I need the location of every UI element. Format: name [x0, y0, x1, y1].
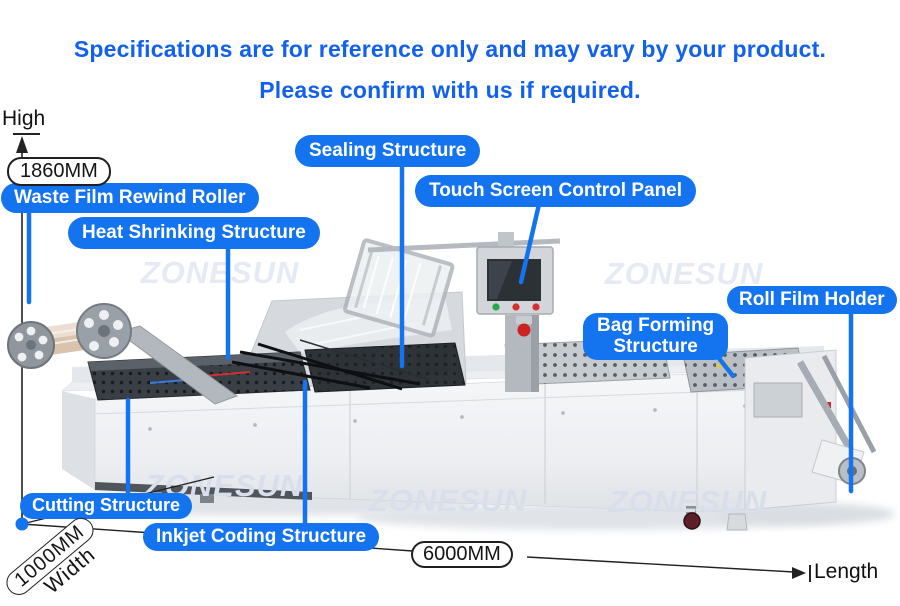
- callout-inkjet-coding-structure: Inkjet Coding Structure: [143, 523, 380, 551]
- dimension-origin-dot: [15, 517, 29, 531]
- watermark: ZONESUN: [604, 256, 764, 291]
- touch-screen-leader: [518, 197, 543, 285]
- machine-feet: [200, 494, 748, 531]
- high-axis-label: High: [2, 107, 46, 130]
- callout-sealing-structure: Sealing Structure: [295, 135, 481, 167]
- watermark: ZONESUN: [368, 483, 528, 518]
- length-axis-label: Length: [814, 560, 879, 583]
- callout-roll-film-holder: Roll Film Holder: [727, 286, 897, 314]
- callout-waste-film-rewind-roller: Waste Film Rewind Roller: [1, 183, 259, 213]
- length-value-pill: 6000MM: [411, 541, 513, 568]
- waste-film-rewind-roller-part: [7, 303, 239, 405]
- callout-heat-shrinking-structure: Heat Shrinking Structure: [68, 217, 320, 249]
- sealing-die-tray: [231, 339, 466, 393]
- watermark: ZONESUN: [608, 484, 768, 519]
- callout-touch-screen-control-panel: Touch Screen Control Panel: [415, 175, 697, 207]
- touch-screen-control-panel-part: [476, 232, 554, 392]
- watermark: ZONESUN: [140, 255, 300, 290]
- disclaimer-line-2: Please confirm with us if required.: [259, 77, 641, 103]
- callout-cutting-structure: Cutting Structure: [20, 493, 192, 519]
- machine-left-face: [62, 391, 95, 490]
- bag-forming-line-1: Bag Forming: [597, 315, 715, 336]
- height-value-pill: 1860MM: [7, 157, 111, 186]
- disclaimer-line-1: Specifications are for reference only an…: [73, 36, 827, 62]
- bag-forming-line-2: Structure: [613, 336, 698, 357]
- film-holder-frame: [343, 238, 455, 338]
